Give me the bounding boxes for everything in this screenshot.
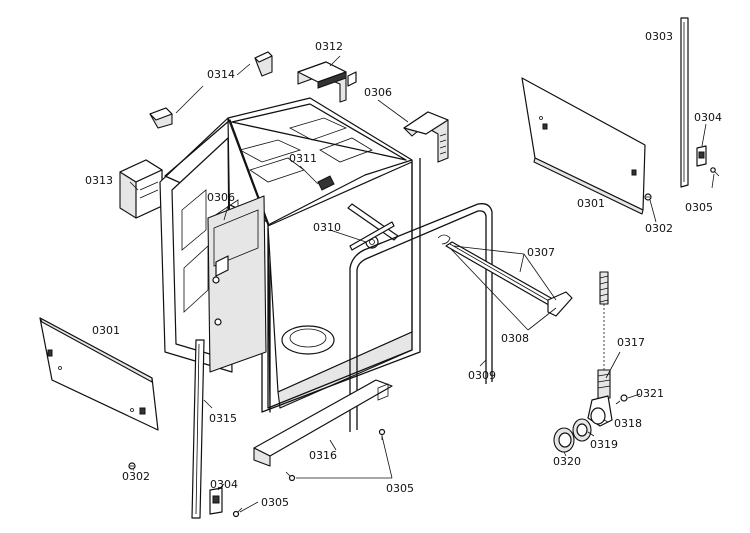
- part-labels: 0303 0312 0314 0306 0304 0313 0311 0306 …: [85, 30, 722, 509]
- label-0304-bottom: 0304: [210, 478, 238, 491]
- label-0302-left: 0302: [122, 470, 150, 483]
- label-0301-right: 0301: [577, 197, 605, 210]
- label-0312: 0312: [315, 40, 343, 53]
- label-0302-right: 0302: [645, 222, 673, 235]
- part-0313-bracket: [119, 159, 163, 219]
- label-0304-right: 0304: [694, 111, 722, 124]
- label-0310: 0310: [313, 221, 341, 234]
- part-0304-clip-bottom: [209, 487, 223, 515]
- part-0315-seal-strip: [191, 339, 205, 519]
- part-0305-screw-right: [710, 167, 720, 177]
- label-0315: 0315: [209, 412, 237, 425]
- part-0304-clip-right: [696, 145, 707, 167]
- part-0317-hose: [597, 271, 611, 399]
- part-0319-ring: [572, 418, 592, 442]
- label-0320: 0320: [553, 455, 581, 468]
- label-0314: 0314: [207, 68, 235, 81]
- part-0306-duct-top: [403, 111, 449, 163]
- label-0307: 0307: [527, 246, 555, 259]
- part-0312-bracket: [297, 61, 357, 103]
- label-0305-bottom-left: 0305: [261, 496, 289, 509]
- label-0316: 0316: [309, 449, 337, 462]
- label-0318: 0318: [614, 417, 642, 430]
- label-0305-bottom-right: 0305: [386, 482, 414, 495]
- part-0301-side-panel-right: [521, 77, 646, 215]
- part-0321-screw: [615, 394, 628, 405]
- part-0305-screw-bottom-left: [232, 507, 243, 518]
- label-0306-top: 0306: [364, 86, 392, 99]
- part-0305-screw-bottom-mid: [285, 471, 296, 482]
- label-0305-right: 0305: [685, 201, 713, 214]
- part-dishwasher-tub: [159, 97, 421, 413]
- label-0319: 0319: [590, 438, 618, 451]
- label-0313: 0313: [85, 174, 113, 187]
- label-0306-mid: 0306: [207, 191, 235, 204]
- part-0318-elbow: [587, 395, 613, 427]
- part-0320-nut: [553, 427, 575, 453]
- part-0305-screw-bottom-right: [378, 428, 386, 440]
- label-0321: 0321: [636, 387, 664, 400]
- part-0301-side-panel-left: [39, 317, 159, 431]
- label-0303: 0303: [645, 30, 673, 43]
- label-0308: 0308: [501, 332, 529, 345]
- part-0303-strip: [680, 17, 689, 188]
- label-0309: 0309: [468, 369, 496, 382]
- label-0317: 0317: [617, 336, 645, 349]
- leader-lines: [129, 55, 715, 513]
- part-0309-door-seal: [349, 203, 493, 432]
- part-0314-brackets: [149, 51, 273, 129]
- part-0302-screw-left: [128, 462, 136, 470]
- label-0311: 0311: [289, 152, 317, 165]
- label-0301-left: 0301: [92, 324, 120, 337]
- part-0316-bottom-rail: [253, 379, 393, 467]
- part-0302-screw-right: [644, 193, 652, 201]
